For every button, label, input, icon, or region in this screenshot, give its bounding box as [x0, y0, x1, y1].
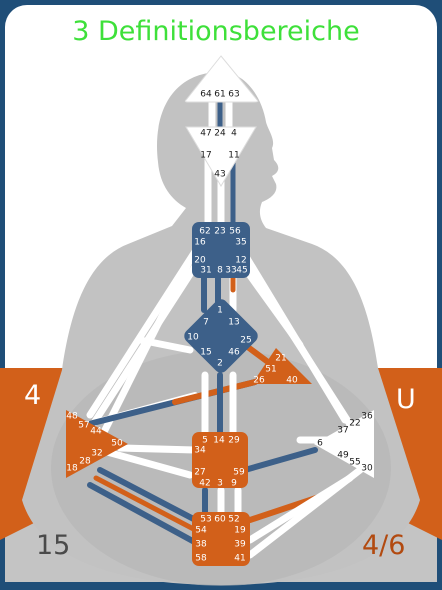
gate-31: 31 [200, 266, 211, 276]
gate-58: 58 [195, 554, 207, 564]
gate-25: 25 [240, 336, 251, 346]
center-solar-plexus [314, 410, 374, 478]
gate-5: 5 [202, 436, 208, 446]
center-root [192, 512, 250, 566]
gate-49: 49 [337, 451, 349, 461]
gate-2: 2 [217, 359, 223, 369]
gate-15: 15 [200, 348, 211, 358]
gate-8: 8 [217, 266, 223, 276]
gate-42: 42 [199, 479, 210, 489]
gate-43: 43 [214, 170, 225, 180]
gate-44: 44 [90, 427, 102, 437]
gate-22: 22 [349, 419, 360, 429]
gate-36: 36 [361, 412, 373, 422]
gate-7: 7 [203, 318, 209, 328]
gate-55: 55 [349, 458, 360, 468]
center-spleen [66, 410, 128, 478]
gate-26: 26 [253, 376, 265, 386]
center-head [184, 55, 259, 103]
center-throat [192, 222, 250, 278]
gate-9: 9 [231, 479, 237, 489]
gate-1: 1 [217, 306, 223, 316]
gate-56: 56 [229, 227, 241, 237]
gate-39: 39 [234, 540, 246, 550]
gate-46: 46 [228, 348, 240, 358]
gate-64: 64 [200, 90, 212, 100]
gate-19: 19 [234, 526, 246, 536]
center-heart [252, 348, 312, 384]
gate-29: 29 [228, 436, 240, 446]
gate-48: 48 [66, 412, 78, 422]
gate-35: 35 [235, 238, 246, 248]
gate-61: 61 [214, 90, 225, 100]
gate-24: 24 [214, 129, 226, 139]
gate-50: 50 [111, 439, 123, 449]
corner-label-top-right: U [396, 384, 416, 415]
centers [66, 55, 374, 566]
center-g [184, 299, 258, 373]
gate-34: 34 [194, 446, 206, 456]
gate-28: 28 [79, 457, 91, 467]
corner-label-top-left: 4 [24, 380, 41, 411]
gate-4: 4 [231, 129, 237, 139]
gate-16: 16 [194, 238, 206, 248]
gate-3: 3 [217, 479, 223, 489]
gate-18: 18 [66, 464, 78, 474]
gate-63: 63 [228, 90, 239, 100]
gate-17: 17 [200, 151, 211, 161]
gate-41: 41 [234, 554, 245, 564]
gate-38: 38 [195, 540, 207, 550]
corner-label-bottom-right: 4/6 [362, 530, 405, 561]
gate-23: 23 [214, 227, 225, 237]
gate-33: 33 [225, 266, 236, 276]
gate-13: 13 [228, 318, 239, 328]
gate-45: 45 [236, 266, 247, 276]
corner-label-bottom-left: 15 [36, 530, 70, 561]
gate-52: 52 [228, 515, 239, 525]
gate-37: 37 [337, 426, 348, 436]
center-ajna [185, 126, 257, 187]
gate-51: 51 [265, 365, 276, 375]
gate-21: 21 [275, 354, 286, 364]
center-sacral [192, 432, 248, 488]
gate-54: 54 [195, 526, 207, 536]
page-title: 3 Definitionsbereiche [72, 16, 360, 47]
gate-6: 6 [317, 439, 323, 449]
gate-labels: 64 61 63 47 24 4 17 11 43 62 23 56 16 35… [66, 90, 373, 564]
gate-47: 47 [200, 129, 211, 139]
gate-62: 62 [199, 227, 210, 237]
gate-11: 11 [228, 151, 239, 161]
gate-40: 40 [286, 376, 298, 386]
gate-12: 12 [235, 256, 246, 266]
gate-60: 60 [214, 515, 226, 525]
gate-53: 53 [200, 515, 211, 525]
gate-20: 20 [194, 256, 206, 266]
gate-14: 14 [213, 436, 225, 446]
gate-32: 32 [91, 449, 102, 459]
gate-59: 59 [233, 468, 245, 478]
gate-27: 27 [194, 468, 205, 478]
gate-10: 10 [187, 333, 199, 343]
gate-57: 57 [78, 421, 89, 431]
gate-30: 30 [361, 464, 373, 474]
